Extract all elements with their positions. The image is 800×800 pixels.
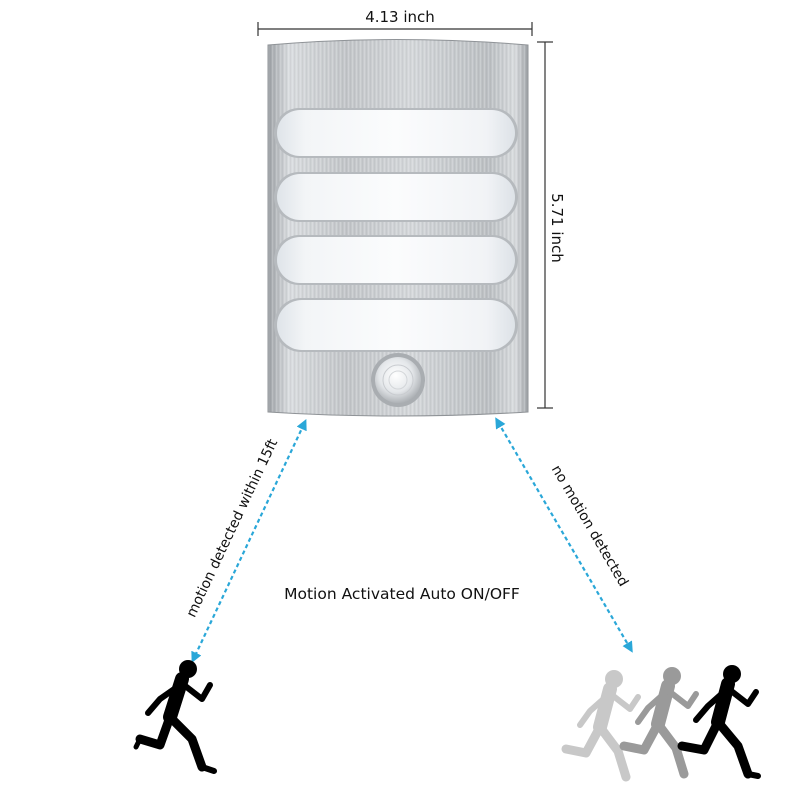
- no-motion-label: no motion detected: [548, 463, 631, 590]
- light-bar-2: [274, 172, 518, 222]
- height-dimension: 5.71 inch: [537, 41, 566, 409]
- width-dimension: 4.13 inch: [257, 8, 533, 36]
- runner-left-icon: [133, 660, 217, 774]
- width-label: 4.13 inch: [365, 8, 435, 26]
- runner-ghost-light-icon: [561, 670, 641, 782]
- light-bar-1: [274, 108, 518, 158]
- no-motion-arrow: no motion detected: [495, 417, 633, 653]
- runner-ghost-mid-icon: [619, 667, 699, 779]
- runner-right-icon: [677, 665, 761, 779]
- wall-light-product: [267, 39, 529, 417]
- motion-detected-label: motion detected within 15ft: [184, 436, 282, 620]
- motion-detected-arrow: motion detected within 15ft: [184, 419, 307, 663]
- light-bar-3: [274, 235, 518, 285]
- height-label: 5.71 inch: [548, 193, 566, 263]
- light-bar-4: [274, 298, 518, 352]
- caption: Motion Activated Auto ON/OFF: [284, 585, 520, 603]
- motion-sensor-lens-icon: [371, 353, 425, 407]
